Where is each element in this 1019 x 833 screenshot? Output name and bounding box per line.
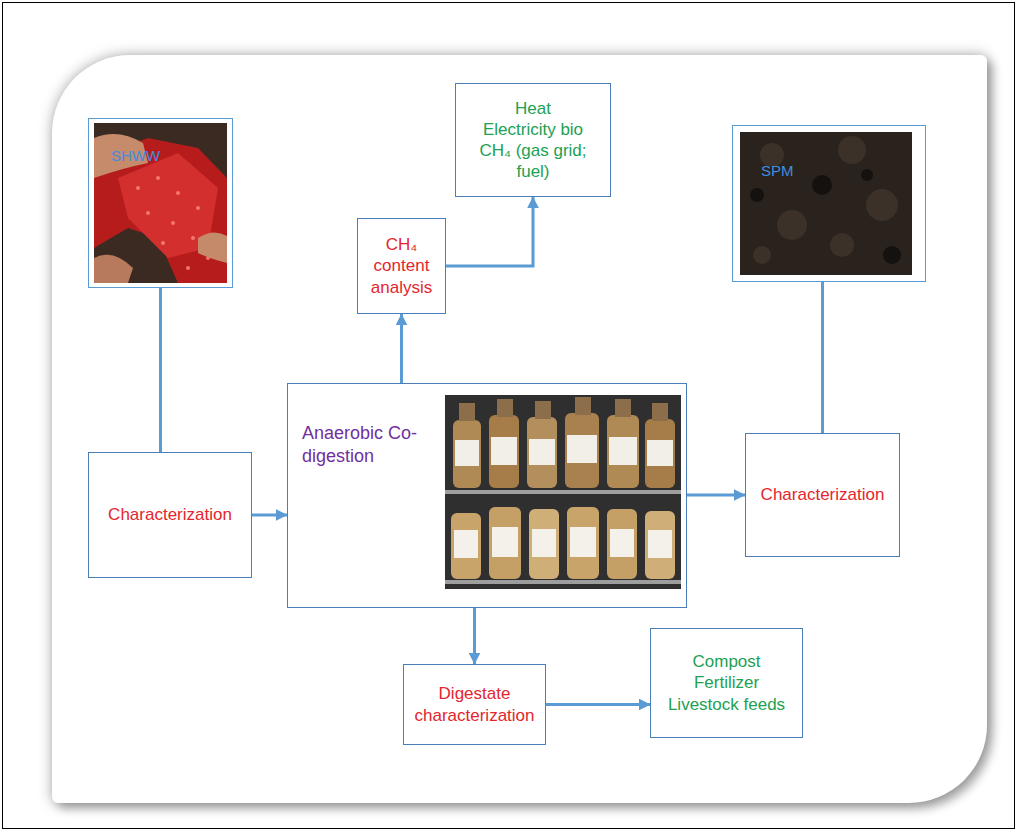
output-box: Heat Electricity bio CH₄ (gas grid; fuel…: [455, 83, 611, 197]
flow-arrow: [473, 608, 476, 664]
box-label: Compost Fertilizer Livestock feeds: [662, 651, 792, 715]
soil-photo: [732, 125, 919, 282]
waste-photo: [88, 118, 233, 288]
box-label: Heat Electricity bio CH₄ (gas grid; fuel…: [477, 98, 589, 183]
digester-photo: [445, 395, 681, 589]
flow-arrow: [546, 703, 650, 706]
flow-arrow: [159, 288, 162, 452]
flow-arrow: [400, 314, 403, 383]
box-label: Characterization: [108, 504, 232, 525]
box-label: Digestate characterization: [408, 683, 541, 726]
photo-label: SHWW: [111, 147, 202, 166]
process-box: CH₄ content analysis: [357, 218, 446, 314]
flow-arrow: [252, 514, 287, 517]
flow-arrow: [687, 494, 745, 497]
photo-box: SPM: [732, 125, 926, 282]
process-box: Characterization: [745, 433, 900, 557]
process-box: Digestate characterization: [403, 664, 546, 745]
process-box: Characterization: [88, 452, 252, 578]
flow-arrow: [446, 197, 533, 266]
output-box: Compost Fertilizer Livestock feeds: [650, 628, 803, 738]
box-label: Anaerobic Co-digestion: [302, 422, 437, 467]
photo-label: SPM: [761, 162, 925, 181]
box-label: CH₄ content analysis: [362, 234, 441, 298]
process-box: Anaerobic Co-digestion: [287, 383, 687, 608]
flow-arrow: [821, 282, 824, 433]
box-label: Characterization: [761, 484, 885, 505]
photo-box: SHWW: [88, 118, 233, 288]
